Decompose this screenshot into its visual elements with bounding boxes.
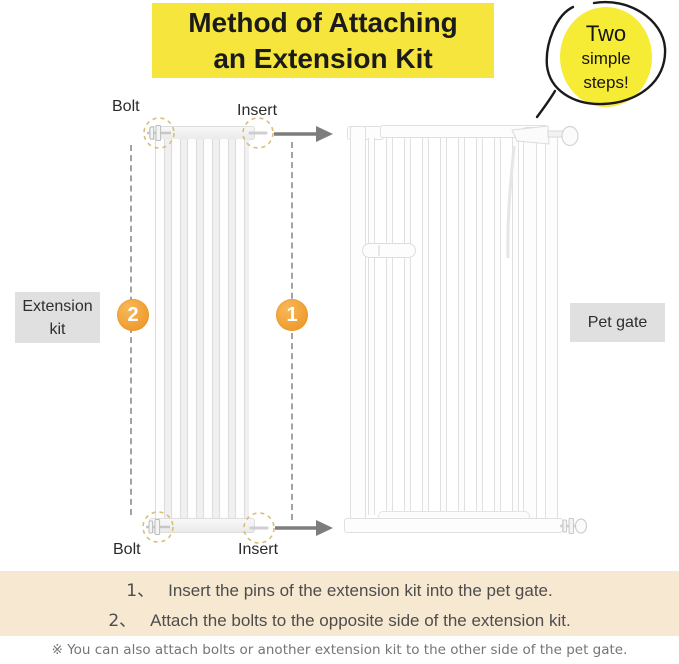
gate-right-post (523, 127, 537, 533)
gate-bars (368, 138, 524, 515)
extension-kit-bottom-rail (149, 518, 255, 533)
badge-line-3: steps! (583, 73, 629, 92)
extension-kit-top-rail (149, 126, 255, 140)
instruction-1-text: Insert the pins of the extension kit int… (168, 581, 553, 600)
steps-badge: Two simple steps! (556, 10, 656, 106)
instruction-2-text: Attach the bolts to the opposite side of… (150, 611, 571, 630)
bolt-top-label: Bolt (112, 98, 140, 115)
arrow-right-bottom-icon (275, 520, 333, 536)
arrow-right-top-icon (274, 126, 333, 142)
bolt-bottom-label: Bolt (113, 541, 141, 558)
step-1-marker: 1 (276, 299, 308, 331)
badge-line-1: Two (585, 21, 627, 46)
gate-bottom-bolt (560, 518, 588, 534)
insert-top-label: Insert (237, 102, 278, 119)
step-2-marker: 2 (117, 299, 149, 331)
dashed-guide-right (291, 142, 293, 520)
extension-kit-bars (155, 139, 249, 518)
title-line-2: an Extension Kit (213, 42, 433, 74)
instruction-1-number: 1、 (126, 581, 155, 601)
instruction-item-1: 1、 Insert the pins of the extension kit … (126, 576, 552, 601)
title-line-1: Method of Attaching (188, 6, 458, 38)
gate-left-post (350, 126, 366, 533)
title-banner: Method of Attaching an Extension Kit (152, 3, 494, 78)
gate-latch-handle (362, 243, 416, 258)
instruction-band: 1、 Insert the pins of the extension kit … (0, 571, 679, 636)
instruction-2-number: 2、 (108, 611, 137, 631)
extension-kit-label: Extension kit (15, 292, 100, 343)
footnote: ※ You can also attach bolts or another e… (51, 642, 628, 658)
insert-bottom-label: Insert (238, 541, 279, 558)
gate-pressure-post (545, 131, 558, 530)
badge-line-2: simple (581, 49, 631, 68)
instruction-item-2: 2、 Attach the bolts to the opposite side… (108, 606, 570, 631)
pet-gate-label: Pet gate (570, 303, 665, 342)
gate-bottom-rail (344, 518, 563, 533)
